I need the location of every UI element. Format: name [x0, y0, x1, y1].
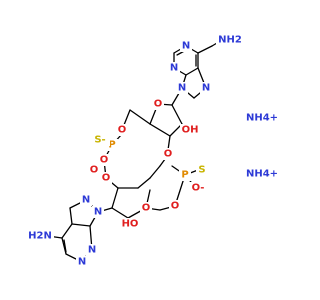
atom-n-8: N: [78, 257, 86, 268]
sulfur-right: S: [198, 165, 205, 176]
top-hydroxyl-label: OH: [182, 125, 199, 136]
bottom-amine-label: H2N: [28, 231, 52, 242]
oxido-right: O-: [192, 183, 205, 194]
ammonium-ions: NH4+ NH4+: [246, 113, 278, 180]
atom-o-ring-5: O: [171, 201, 180, 212]
atom-o-ring-4: O: [164, 149, 173, 160]
atom-o-ring-1: O: [118, 125, 127, 136]
bottom-hydroxyl-label: HO: [122, 219, 139, 230]
atom-labels: NH2 N N N N O OH O P S- O O O O P S O-: [28, 33, 242, 268]
ribose-ring-oxygen-top: O: [154, 99, 163, 110]
atom-n-7: N: [88, 245, 96, 256]
atom-n-2: N: [170, 63, 178, 74]
top-ribose-bonds: [121, 87, 183, 151]
top-amine-label: NH2: [218, 35, 242, 46]
molecule-canvas: NH2 N N N N O OH O P S- O O O O P S O-: [28, 33, 278, 268]
thiolate-left: S-: [94, 135, 105, 146]
atom-n-6: N: [82, 195, 90, 206]
atom-n-3: N: [202, 83, 210, 94]
atom-n-4: N: [178, 83, 186, 94]
atom-n-5: N: [94, 207, 102, 218]
ammonium-2: NH4+: [246, 169, 278, 180]
phosphorus-left: P: [108, 140, 115, 151]
ribose-ring-oxygen-bottom: O: [142, 203, 151, 214]
atom-n-1: N: [182, 41, 190, 52]
atom-o-ring-2: O: [100, 155, 109, 166]
ammonium-1: NH4+: [246, 113, 278, 124]
atom-o-phosphoryl-left: O: [90, 165, 99, 176]
structure-diagram: NH2 N N N N O OH O P S- O O O O P S O-: [28, 33, 278, 268]
atom-o-ring-3: O: [102, 173, 111, 184]
phosphorus-right: P: [181, 170, 188, 181]
